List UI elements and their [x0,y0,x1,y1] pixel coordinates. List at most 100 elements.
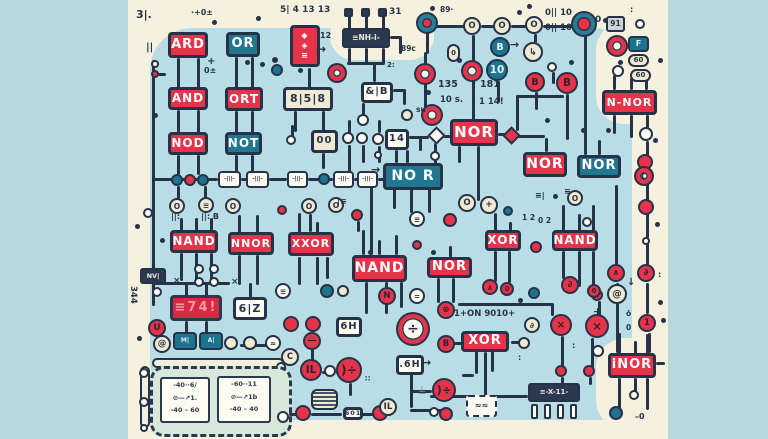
annotation-text: 1+ON 9010+ [454,309,516,319]
wire-segment [630,78,633,90]
gate-nnor: NNOR [228,232,274,255]
label-858: 8|5|8 [283,87,333,111]
node-plain [140,424,148,432]
wire-segment [235,57,238,88]
node-mark: ∂ [524,317,540,333]
node-plain [277,205,287,215]
annotation-text: → [371,163,381,176]
wire-segment [646,115,649,128]
node-plain [194,277,204,287]
node-mark: ↳ [523,42,543,62]
node-b: B [490,37,510,57]
annotation-text: –0 [635,412,645,421]
wire-segment [589,377,592,385]
node-plain [528,287,540,299]
wire-segment [410,409,443,412]
dot [516,9,522,15]
gate-nand-right: NAND [552,230,598,251]
wire-segment [373,64,376,82]
node-plain [171,174,183,186]
wire-segment [395,150,398,163]
resistor-box: -|||- [357,171,378,188]
background-blob [596,338,668,430]
wire-segment [362,103,365,117]
wire-segment [454,342,463,345]
dot [657,57,663,63]
node-mark: ∂ [637,264,655,282]
node-plain [639,127,653,141]
wire-segment [472,35,475,63]
annotation-text: 0 2 [538,216,552,225]
wire-segment [410,390,432,393]
node-plain [151,60,159,68]
node-o: O [301,198,317,214]
gate-xor-mid: XOR [485,230,521,251]
dot [152,112,158,118]
annotation-text: + [593,305,603,318]
annotation-text: ||: [171,212,181,221]
schematic-line: ⊘—↗1. [172,393,198,402]
wire-segment [646,378,649,410]
dashed-resistor: ≈≈ [466,395,497,417]
wire-segment [269,178,287,181]
wire-segment [434,143,437,155]
wire-segment [409,136,429,139]
gate-nor-mid: NOR [427,257,472,278]
wire-segment [185,321,188,333]
wire-segment [251,155,254,172]
wire-segment [645,75,648,90]
node-o: O [458,194,476,212]
dot [568,59,574,65]
dot [526,3,532,9]
teal-module: A| [199,332,223,350]
dot [244,59,250,65]
annotation-text: 181 [480,79,500,90]
wire-segment [437,278,440,303]
wire-segment [615,185,618,265]
annotation-text: ↓ [627,277,636,288]
annotation-text: → [422,356,432,369]
node-mark: ≈ [265,335,281,351]
node-plain [356,132,368,144]
wire-segment [152,282,230,285]
node-1: 1 [638,314,656,332]
chip-pin-cap [378,8,387,17]
annotation-text: : [518,353,522,362]
wire-segment [646,334,649,354]
annotation-text: |≡ [337,197,347,206]
wire-segment [511,341,521,344]
node-plain [608,37,626,55]
node-plain [342,132,354,144]
gate-inor: iNOR [608,353,656,378]
symbol-card: ◆ ◈ ≡ [290,25,320,67]
node-plain [152,287,162,297]
wire-segment [365,48,368,64]
label-6z: 6|Z [233,297,267,320]
wire-segment [426,32,429,54]
annotation-text: ȯ [626,309,632,318]
wire-segment [197,110,200,133]
dot [602,17,608,23]
node-plain [151,70,159,78]
wire-segment [251,57,254,88]
schematic-line: -40··6/ [173,381,197,389]
dot [134,223,140,229]
node-mark: × [550,314,572,336]
wire-segment [508,251,511,283]
node-o: O [525,16,543,34]
wire-segment [390,36,401,39]
annotation-text: 12 [320,31,332,40]
node-c: C [636,168,652,184]
annotation-text: 0± [204,66,217,75]
wire-segment [566,94,569,140]
label-6h-2: .6H [396,355,424,375]
chip-leg [570,404,577,419]
wire-segment [256,255,259,285]
chip-x11: ≡-X-11- [528,383,580,402]
wire-segment [348,120,351,133]
wire-segment [592,205,595,231]
node-mark: @ [153,335,171,353]
wire-segment [205,321,208,333]
schematic-line: ⊘—↗1b [230,392,258,401]
node-u: U [148,319,166,337]
